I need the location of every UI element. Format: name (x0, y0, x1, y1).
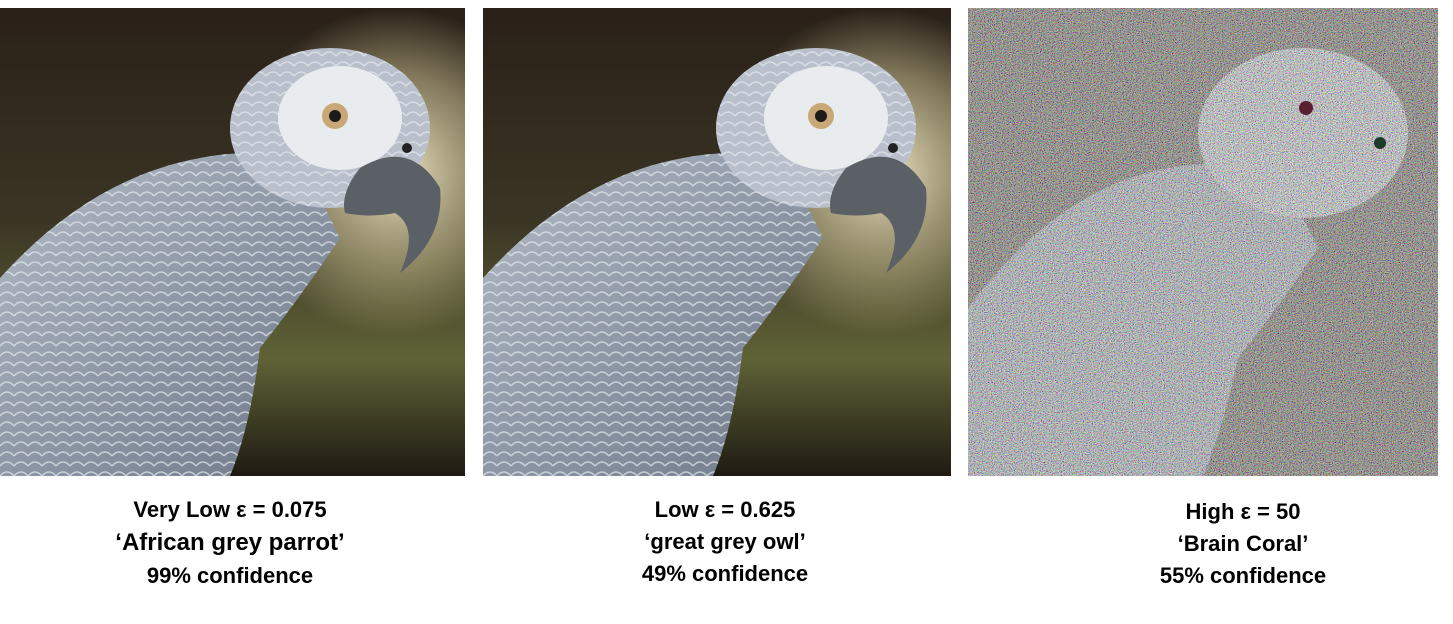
epsilon-label: High ε = 50 (1185, 499, 1301, 524)
parrot-image-very-low-epsilon (0, 8, 465, 476)
epsilon-label: Low ε = 0.625 (654, 497, 796, 522)
prediction-label: ‘African grey parrot’ (115, 529, 345, 556)
confidence-label: 49% confidence (641, 561, 809, 586)
caption-high-epsilon: High ε = 50 ‘Brain Coral’ 55% confidence (1043, 496, 1443, 592)
caption-low-epsilon: Low ε = 0.625 ‘great grey owl’ 49% confi… (525, 494, 925, 590)
parrot-image-high-epsilon-noisy (968, 8, 1438, 476)
prediction-label: ‘Brain Coral’ (1177, 531, 1309, 556)
confidence-label: 99% confidence (146, 563, 314, 588)
epsilon-label: Very Low ε = 0.075 (133, 497, 327, 522)
prediction-label: ‘great grey owl’ (644, 529, 806, 554)
caption-very-low-epsilon: Very Low ε = 0.075 ‘African grey parrot’… (30, 494, 430, 592)
parrot-image-low-epsilon (483, 8, 951, 476)
confidence-label: 55% confidence (1159, 563, 1327, 588)
